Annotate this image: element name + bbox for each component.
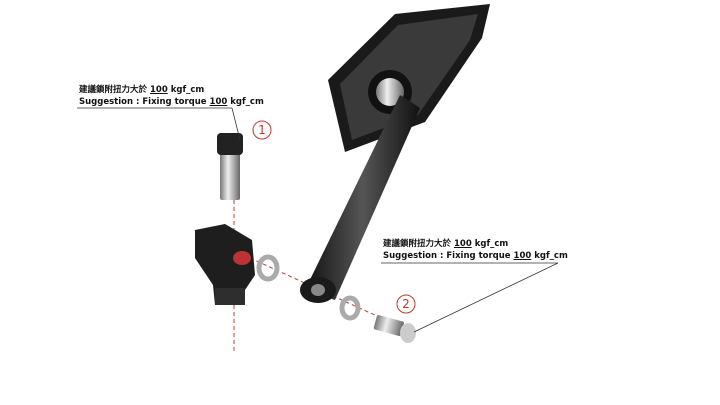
washer-1 [256,254,280,282]
torque-value: 100 [513,251,532,261]
assembly-axis-2 [249,257,391,323]
zh-text: 建議鎖附扭力大於 [383,239,452,249]
callout-circle-2 [396,294,416,314]
callout-circle-1 [252,120,272,140]
torque-value: 100 [453,239,472,249]
torque-value: 100 [209,97,228,107]
mount-bracket [195,224,255,305]
en-text: Suggestion : Fixing torque [383,251,511,261]
callout-number-2: 2 [402,297,410,311]
torque-unit: kgf_cm [230,97,264,107]
bolt-1 [217,133,243,200]
torque-unit: kgf_cm [170,85,205,95]
torque-label-2: 建議鎖附扭力大於 100 kgf_cm Suggestion : Fixing … [383,238,568,262]
torque-value: 100 [149,85,168,95]
en-text: Suggestion : Fixing torque [79,97,207,107]
torque-unit: kgf_cm [534,251,568,261]
mirror-arm [305,95,420,300]
torque-label-1: 建議鎖附扭力大於 100 kgf_cm Suggestion : Fixing … [79,84,264,108]
zh-text: 建議鎖附扭力大於 [79,85,148,95]
bolt-2 [373,315,416,343]
callout-number-1: 1 [258,123,266,137]
torque-unit: kgf_cm [474,239,509,249]
washer-2 [339,295,361,321]
